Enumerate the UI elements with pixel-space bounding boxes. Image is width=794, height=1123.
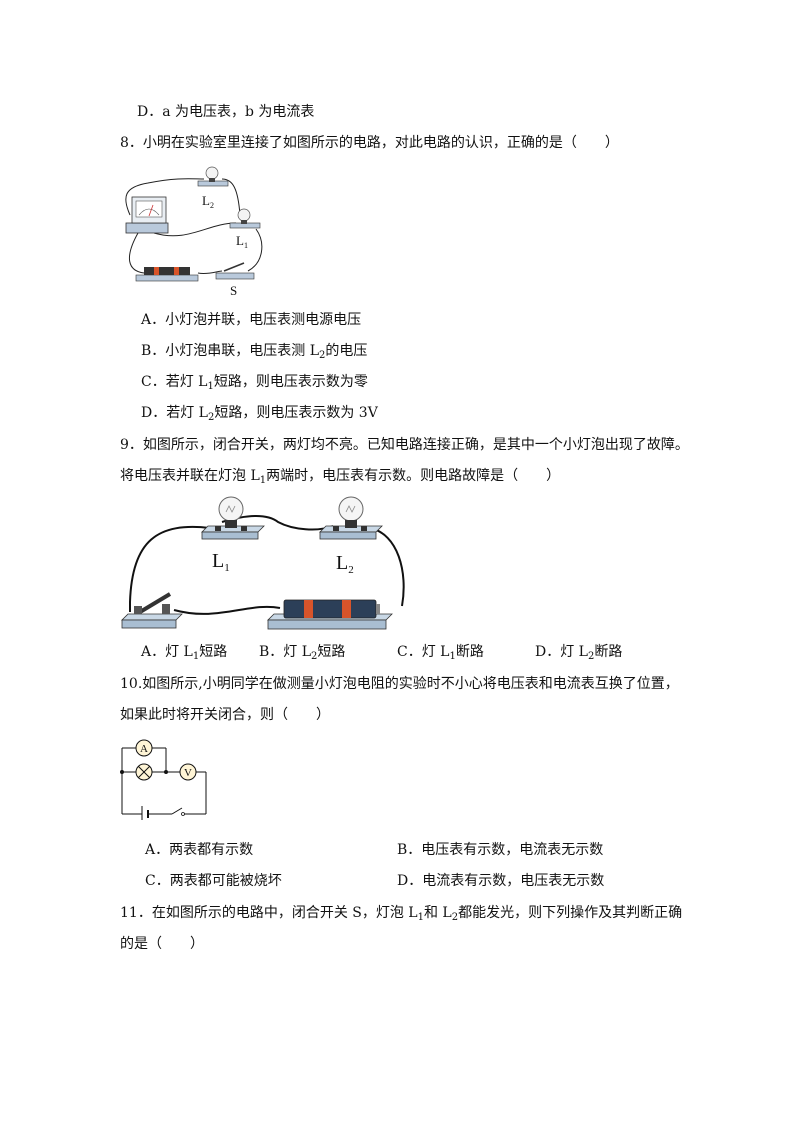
battery [135,267,199,282]
voltmeter-device [125,196,169,234]
q10-option-b: B．电压表有示数，电流表无示数 [397,842,604,858]
bulb-l1 [201,496,265,540]
q8-label-l1: L1 [236,233,248,250]
q8-option-a: A．小灯泡并联，电压表测电源电压 [141,312,362,328]
q10-stem-line1: 10.如图所示,小明同学在做测量小灯泡电阻的实验时不小心将电压表和电流表互换了位… [120,676,679,692]
q10-circuit-figure: A V [120,739,207,820]
q8-option-d: D．若灯 L2短路，则电压表示数为 3V [141,405,378,423]
q9-stem-line1: 9．如图所示，闭合开关，两灯均不亮。已知电路连接正确，是其中一个小灯泡出现了故障… [120,437,689,453]
q8-option-c: C．若灯 L1短路，则电压表示数为零 [141,374,368,392]
q8-option-b: B．小灯泡串联，电压表测 L2的电压 [141,343,368,361]
switch [171,807,183,815]
bulb-l2 [197,166,229,187]
ammeter-label: A [140,743,148,755]
q10-stem-line2: 如果此时将开关闭合，则（ ） [120,707,330,723]
q8-stem: 8．小明在实验室里连接了如图所示的电路，对此电路的认识，正确的是（ ） [120,135,619,151]
q10-option-c: C．两表都可能被烧坏 [145,873,282,889]
q7-option-d: D．a 为电压表，b 为电流表 [137,104,315,120]
bulb-l2 [319,496,383,540]
q11-stem-line1: 11．在如图所示的电路中，闭合开关 S，灯泡 L1和 L2都能发光，则下列操作及… [120,905,683,923]
q9-stem-line2: 将电压表并联在灯泡 L1两端时，电压表有示数。则电路故障是（ ） [120,468,561,486]
q9-option-c: C．灯 L1断路 [397,644,484,662]
q9-label-l2: L2 [336,552,354,576]
q8-label-s: S [230,283,237,298]
q9-circuit-figure: L1 L2 [121,496,405,630]
q10-option-a: A．两表都有示数 [145,842,254,858]
q9-label-l1: L1 [212,550,230,574]
switch [121,592,183,629]
q9-option-b: B．灯 L2短路 [259,644,346,662]
q8-label-l2: L2 [202,193,214,210]
voltmeter-label: V [184,767,192,779]
bulb-l1 [229,208,261,229]
q10-option-d: D．电流表有示数，电压表无示数 [397,873,605,889]
q8-circuit-figure: L2 L1 S [125,166,263,298]
q9-option-a: A．灯 L1短路 [141,644,228,662]
q9-option-d: D．灯 L2断路 [535,644,623,662]
q11-stem-line2: 的是（ ） [120,936,204,952]
battery [267,599,393,630]
switch [215,262,255,280]
